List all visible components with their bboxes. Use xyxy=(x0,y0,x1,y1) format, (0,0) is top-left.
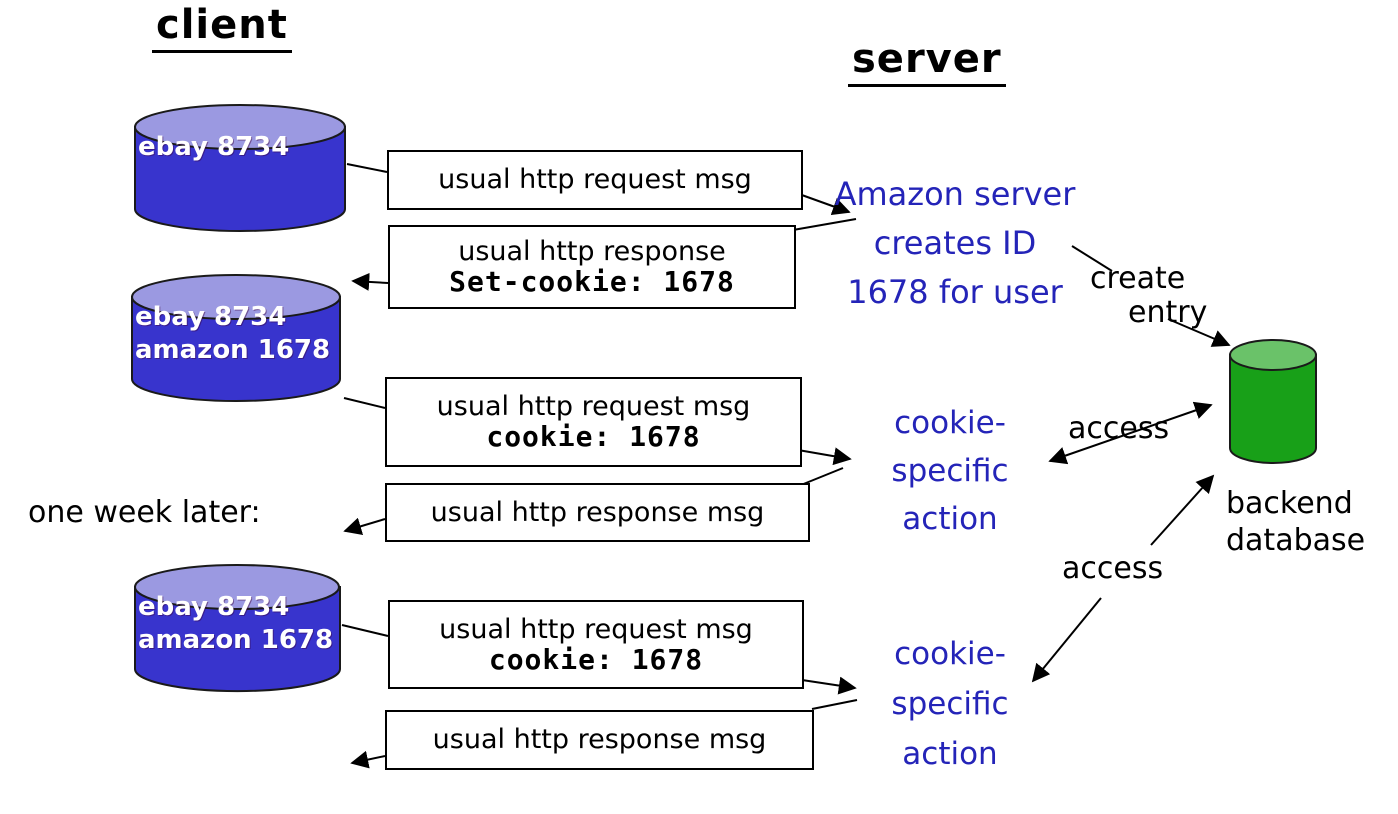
arrow-response2-to-client xyxy=(343,517,386,535)
line-client1-to-request1 xyxy=(346,163,388,173)
cookie-file-cylinder-3: ebay 8734 amazon 1678 xyxy=(133,563,342,695)
line-action1-to-response2 xyxy=(800,467,844,486)
database-cylinder-icon xyxy=(1229,339,1317,464)
backend-database-cylinder xyxy=(1228,338,1318,466)
arrow-access2-to-action2 xyxy=(1031,597,1102,683)
msg-http-response-set-cookie: usual http response Set-cookie: 1678 xyxy=(388,225,796,309)
msg-http-request-cookie-2: usual http request msg cookie: 1678 xyxy=(388,600,804,689)
msg-usual-http-request-1: usual http request msg xyxy=(387,150,803,210)
set-cookie-header: Set-cookie: 1678 xyxy=(449,265,735,298)
label-access-2: access xyxy=(1062,551,1164,586)
cylinder-icon xyxy=(134,564,341,693)
arrow-request1-to-server xyxy=(798,193,851,215)
arrow-access1-bidirectional xyxy=(1048,401,1213,465)
line-action2-to-response3 xyxy=(811,699,858,710)
label-create: create xyxy=(1090,261,1186,296)
arrow-access2-to-database xyxy=(1150,474,1215,546)
cylinder-icon xyxy=(134,104,346,232)
cookie-file-cylinder-2: ebay 8734 amazon 1678 xyxy=(130,273,342,405)
label-one-week-later: one week later: xyxy=(28,495,261,530)
client-column-title: client xyxy=(152,2,292,53)
note-cookie-specific-action-2: cookie- specific action xyxy=(891,636,1009,772)
label-backend-database: backend database xyxy=(1226,486,1366,558)
line-creates-to-create-entry xyxy=(1071,245,1113,272)
cylinder-icon xyxy=(131,274,341,402)
cookie-file-3-label: ebay 8734 amazon 1678 xyxy=(138,592,334,655)
cookie-file-2-label: ebay 8734 amazon 1678 xyxy=(135,302,331,365)
line-server-to-response1 xyxy=(792,218,857,231)
label-access-1: access xyxy=(1068,411,1170,446)
arrow-response3-to-client xyxy=(350,750,386,769)
arrow-create-entry-to-database xyxy=(1167,318,1231,347)
arrow-request3-to-action2 xyxy=(801,676,857,695)
cookie-header: cookie: 1678 xyxy=(486,420,701,453)
line-client2-to-request2 xyxy=(343,397,386,409)
msg-http-request-cookie-1: usual http request msg cookie: 1678 xyxy=(385,377,802,467)
cookie-file-cylinder-1: ebay 8734 xyxy=(133,103,347,235)
note-cookie-specific-action-1: cookie- specific action xyxy=(891,405,1009,537)
cookie-header: cookie: 1678 xyxy=(488,642,704,676)
label-entry: entry xyxy=(1128,295,1208,330)
arrow-request2-to-action1 xyxy=(797,447,852,466)
msg-usual-http-response-2: usual http response msg xyxy=(385,710,814,770)
note-amazon-creates-id: Amazon server creates ID 1678 for user xyxy=(834,175,1076,311)
arrow-response1-to-client xyxy=(351,272,389,291)
msg-usual-http-response-1: usual http response msg xyxy=(385,483,810,542)
server-column-title: server xyxy=(848,36,1006,87)
line-client3-to-request3 xyxy=(341,624,389,637)
cookie-file-1-label: ebay 8734 xyxy=(138,132,290,162)
